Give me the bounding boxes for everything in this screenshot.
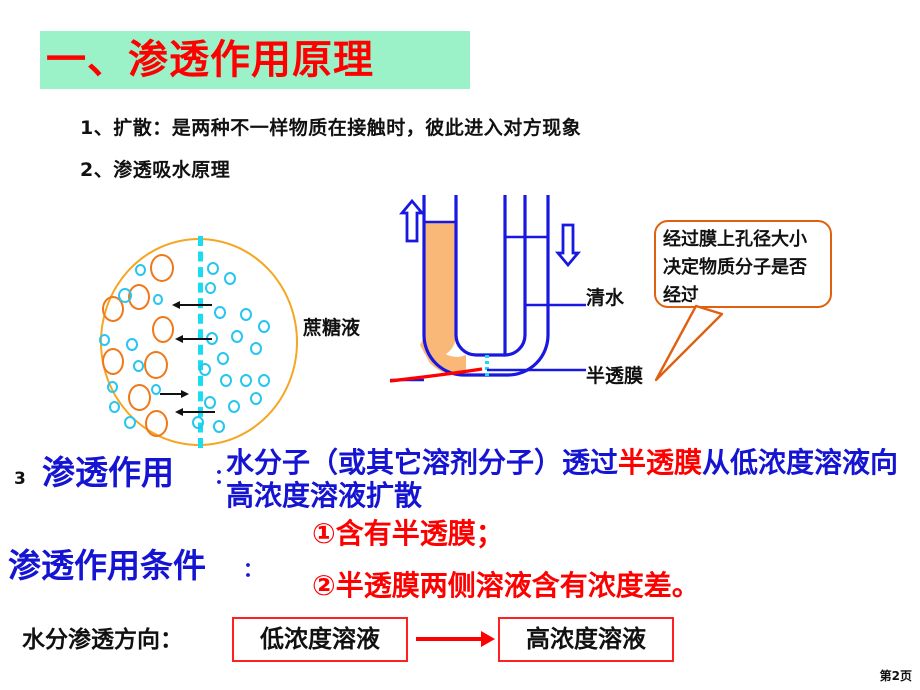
water-molecule bbox=[228, 400, 240, 413]
definition-number: 3 bbox=[14, 469, 26, 489]
water-molecule bbox=[135, 264, 146, 276]
water-molecule bbox=[99, 334, 110, 346]
u-tube-diagram bbox=[390, 195, 586, 383]
water-molecule bbox=[258, 374, 270, 387]
page-number: 第2页 bbox=[879, 669, 912, 683]
water-molecule bbox=[214, 306, 226, 319]
title-band bbox=[40, 31, 470, 89]
water-molecule bbox=[240, 308, 252, 321]
water-molecule bbox=[224, 272, 236, 285]
red-pointer-curve bbox=[390, 367, 483, 383]
definition-text: 水分子（或其它溶剂分子）透过半透膜从低浓度溶液向高浓度溶液扩散 bbox=[226, 446, 920, 512]
membrane-dashed-line bbox=[198, 236, 203, 448]
condition-item-2: ②半透膜两侧溶液含有浓度差。 bbox=[312, 569, 700, 602]
term-osmosis-conditions: 渗透作用条件 bbox=[8, 546, 206, 585]
water-molecule bbox=[109, 401, 120, 413]
low-concentration-box: 低浓度溶液 bbox=[232, 617, 408, 662]
label-clear-water: 清水 bbox=[586, 287, 625, 309]
sucrose-molecule bbox=[150, 254, 174, 282]
sucrose-solution-fill-bend bbox=[420, 345, 466, 376]
bullet-osmosis-absorption: 2、渗透吸水原理 bbox=[80, 159, 231, 181]
sucrose-molecule bbox=[102, 296, 124, 322]
water-molecule bbox=[133, 360, 144, 372]
sucrose-solution-fill bbox=[420, 222, 457, 363]
tube-left-outer-wall bbox=[422, 195, 467, 377]
water-molecule bbox=[118, 288, 132, 303]
term-osmosis-colon: ： bbox=[214, 464, 234, 488]
label-sucrose-solution: 蔗糖液 bbox=[303, 317, 361, 339]
definition-part-2: 从低浓度溶液向高浓度溶液扩散 bbox=[226, 446, 899, 512]
water-molecule bbox=[205, 282, 216, 294]
water-molecule bbox=[151, 384, 161, 395]
tube-left-inner-wall bbox=[454, 195, 477, 357]
water-molecule bbox=[207, 262, 219, 275]
direction-label: 水分渗透方向： bbox=[22, 627, 183, 653]
water-molecule bbox=[153, 294, 163, 305]
water-molecule bbox=[124, 416, 136, 429]
water-flow-arrow bbox=[172, 301, 212, 309]
water-molecule bbox=[220, 374, 232, 387]
arrow-down-icon bbox=[555, 223, 581, 268]
water-molecule bbox=[107, 381, 118, 393]
sucrose-molecule bbox=[128, 384, 151, 411]
water-molecule bbox=[231, 330, 243, 343]
diffusion-circle-diagram bbox=[99, 236, 300, 448]
definition-highlight: 半透膜 bbox=[618, 446, 703, 479]
condition-item-1: ①含有半透膜； bbox=[312, 517, 504, 550]
arrow-up-icon bbox=[399, 198, 425, 243]
water-molecule bbox=[192, 416, 204, 429]
sucrose-molecule bbox=[145, 410, 168, 437]
water-molecule bbox=[250, 342, 262, 355]
high-concentration-box: 高浓度溶液 bbox=[498, 617, 674, 662]
tube-right-outer-wall bbox=[507, 195, 550, 377]
sucrose-molecule bbox=[152, 316, 174, 343]
term-conditions-colon: ： bbox=[243, 557, 263, 581]
water-flow-arrow bbox=[175, 408, 215, 416]
callout-text: 经过膜上孔径大小决定物质分子是否经过 bbox=[663, 229, 807, 306]
sucrose-molecule bbox=[144, 351, 168, 379]
sucrose-molecule bbox=[102, 348, 124, 375]
water-molecule bbox=[199, 363, 211, 376]
water-molecule bbox=[258, 320, 270, 333]
term-osmosis: 渗透作用 bbox=[42, 453, 174, 492]
water-molecule bbox=[213, 420, 225, 433]
page-title: 一、渗透作用原理 bbox=[46, 37, 374, 83]
water-molecule bbox=[250, 392, 262, 405]
definition-part-1: 水分子（或其它溶剂分子）透过 bbox=[226, 446, 619, 479]
water-molecule bbox=[240, 374, 252, 387]
callout-box: 经过膜上孔径大小决定物质分子是否经过 bbox=[654, 220, 832, 308]
water-molecule bbox=[217, 352, 229, 365]
water-flow-arrow bbox=[175, 335, 212, 343]
callout-tail bbox=[654, 300, 724, 382]
water-molecule bbox=[126, 338, 138, 351]
tube-right-inner-wall bbox=[503, 195, 527, 357]
sucrose-blocked-arrow bbox=[160, 390, 189, 398]
label-semi-permeable-membrane: 半透膜 bbox=[586, 365, 644, 387]
water-molecule bbox=[204, 396, 216, 409]
bullet-diffusion: 1、扩散：是两种不一样物质在接触时，彼此进入对方现象 bbox=[80, 117, 582, 139]
direction-arrow-icon bbox=[416, 631, 495, 647]
